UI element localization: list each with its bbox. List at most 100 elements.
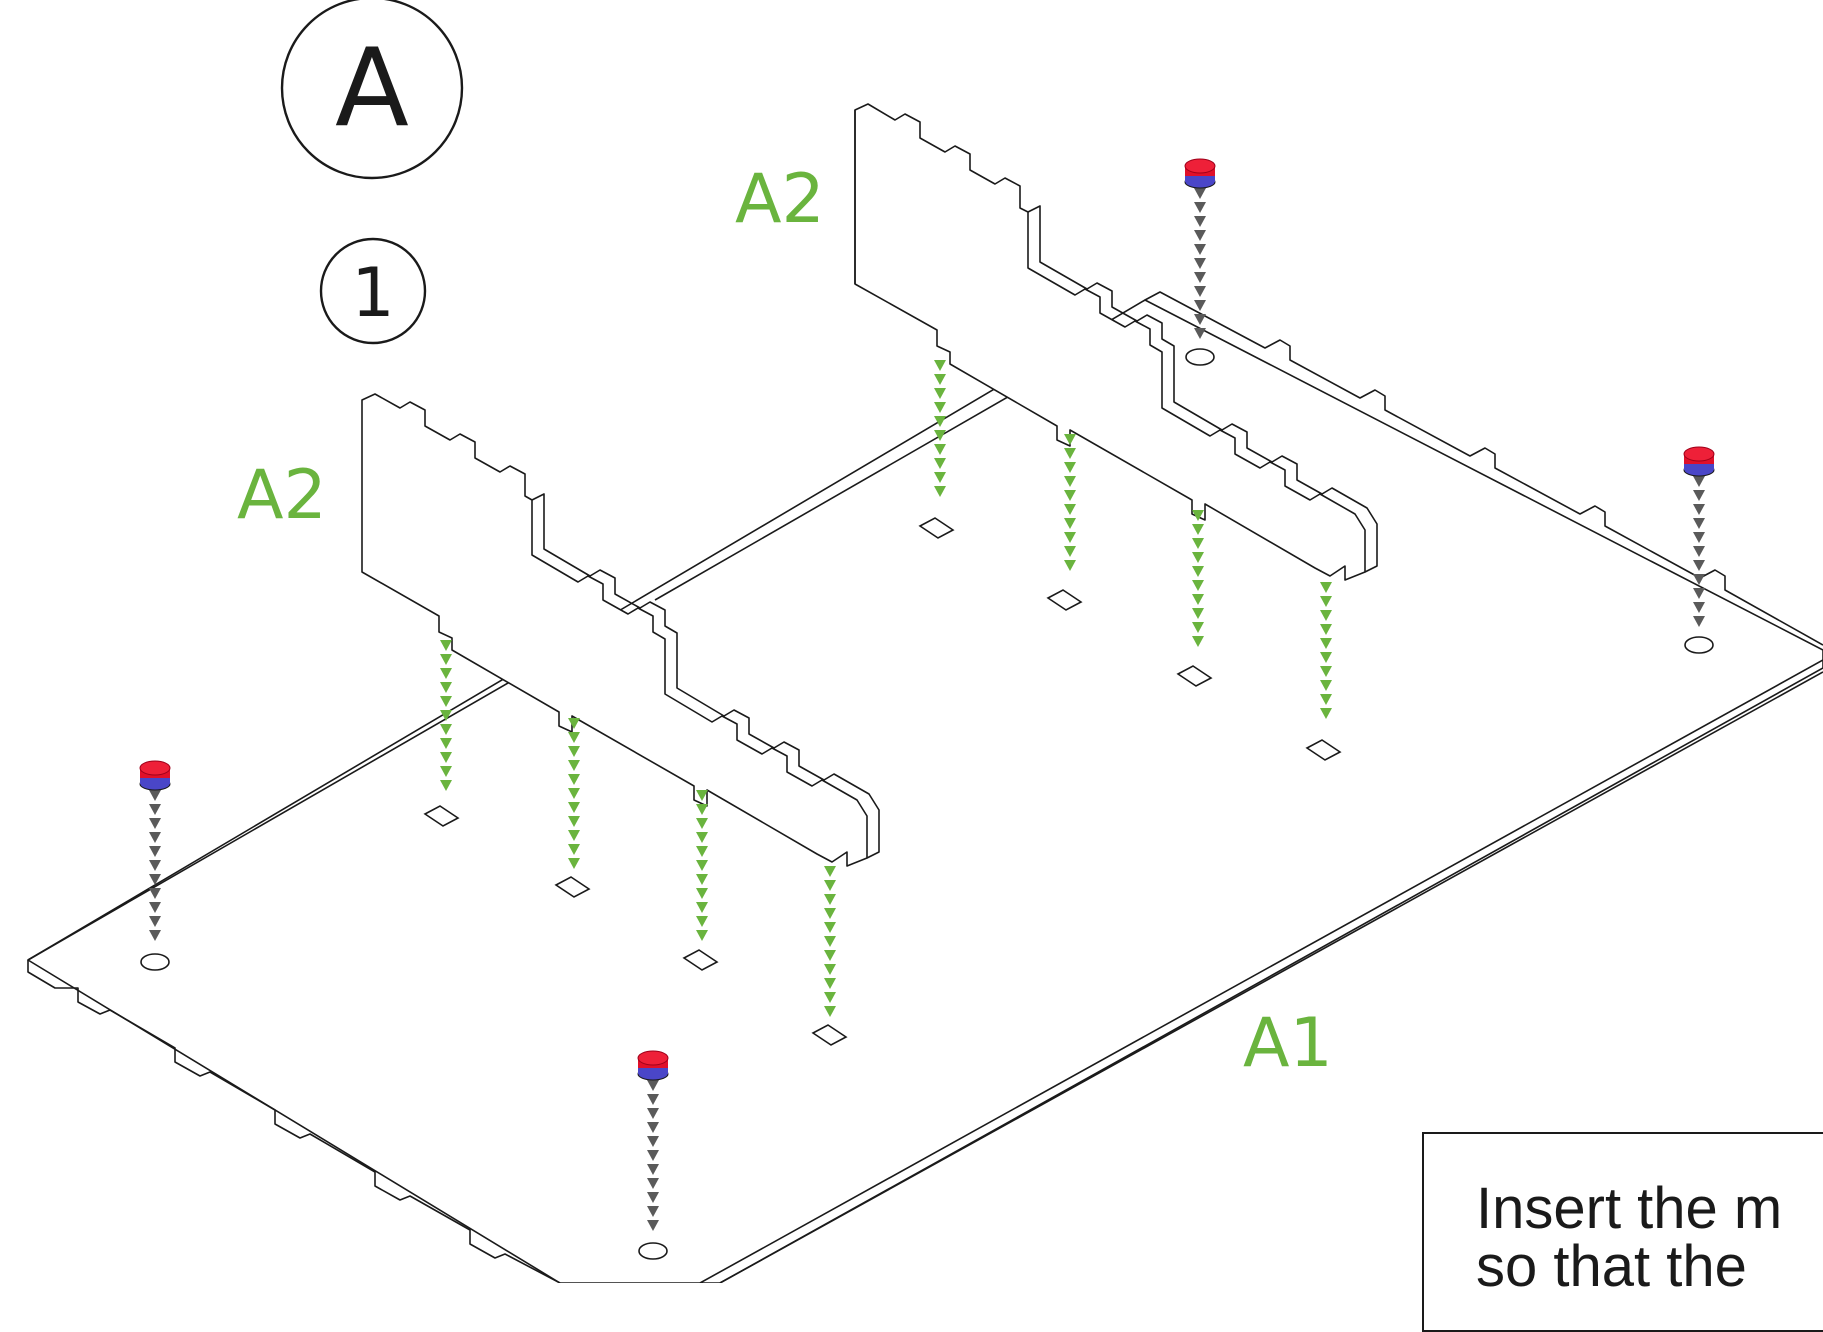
arrow-down-icon	[1320, 610, 1332, 621]
arrow-down-icon	[1320, 582, 1332, 593]
arrow-down-icon	[1693, 518, 1705, 529]
magnet-hole	[140, 953, 170, 971]
instruction-line-1: Insert the m	[1476, 1176, 1783, 1241]
arrow-down-icon	[1194, 272, 1206, 283]
arrow-down-icon	[934, 374, 946, 385]
arrow-down-icon	[1192, 566, 1204, 577]
divider-a2-front	[361, 393, 880, 867]
magnet-icon	[1184, 158, 1216, 189]
assembly-diagram: A 1 A2 A2 A1 Insert the m so that the	[27, 0, 1823, 1332]
divider-back-thickness	[1027, 205, 1378, 573]
arrow-down-icon	[568, 830, 580, 841]
arrow-down-icon	[568, 718, 580, 729]
arrow-down-icon	[1064, 434, 1076, 445]
arrow-down-icon	[1320, 708, 1332, 719]
magnet-hole	[638, 1242, 668, 1260]
arrow-down-icon	[1192, 580, 1204, 591]
arrow-down-icon	[440, 668, 452, 679]
arrow-down-icon	[1192, 510, 1204, 521]
arrow-down-icon	[440, 738, 452, 749]
arrow-down-icon	[647, 1108, 659, 1119]
instruction-line-2: so that the	[1476, 1234, 1747, 1299]
arrow-down-icon	[440, 696, 452, 707]
base-plate-left-edge	[27, 960, 561, 1284]
magnet-hole	[1684, 636, 1714, 654]
arrow-down-icon	[1194, 286, 1206, 297]
arrow-down-icon	[934, 360, 946, 371]
slot	[1046, 589, 1083, 611]
base-plate-a1	[27, 291, 1823, 1284]
arrow-down-icon	[824, 950, 836, 961]
arrow-down-icon	[934, 402, 946, 413]
arrow-down-icon	[824, 992, 836, 1003]
base-plate-back-edge	[1144, 291, 1823, 646]
arrow-down-icon	[149, 916, 161, 927]
arrow-down-icon	[696, 804, 708, 815]
arrow-down-icon	[696, 832, 708, 843]
slot	[682, 949, 719, 971]
arrow-down-icon	[1693, 560, 1705, 571]
arrow-down-icon	[149, 874, 161, 885]
arrow-down-icon	[824, 964, 836, 975]
arrow-down-icon	[647, 1220, 659, 1231]
arrow-down-icon	[149, 804, 161, 815]
assembly-illustration: A 1 A2 A2 A1	[27, 0, 1823, 1284]
part-label-a1: A1	[1243, 1004, 1333, 1083]
arrow-down-icon	[568, 844, 580, 855]
magnet-icon	[1683, 446, 1715, 477]
arrow-down-icon	[934, 416, 946, 427]
slot	[918, 517, 955, 539]
arrow-down-icon	[1194, 258, 1206, 269]
arrow-down-icon	[1320, 680, 1332, 691]
arrow-down-icon	[440, 654, 452, 665]
magnet-hole	[1185, 348, 1215, 366]
arrow-down-icon	[149, 888, 161, 899]
arrow-down-icon	[568, 746, 580, 757]
arrow-down-icon	[1194, 314, 1206, 325]
arrow-down-icon	[824, 866, 836, 877]
arrow-down-icon	[1693, 476, 1705, 487]
arrow-down-icon	[1320, 666, 1332, 677]
arrow-down-icon	[568, 788, 580, 799]
insertion-arrows	[149, 188, 1705, 1231]
arrow-down-icon	[1064, 532, 1076, 543]
arrow-down-icon	[696, 846, 708, 857]
arrow-down-icon	[647, 1094, 659, 1105]
arrow-down-icon	[1693, 546, 1705, 557]
arrow-down-icon	[1192, 538, 1204, 549]
section-badge: A	[280, 0, 464, 180]
arrow-down-icon	[1064, 546, 1076, 557]
base-plate-front-edge	[699, 659, 1823, 1284]
slot	[423, 805, 460, 827]
arrow-down-icon	[1064, 560, 1076, 571]
arrow-down-icon	[647, 1080, 659, 1091]
arrow-down-icon	[149, 930, 161, 941]
arrow-down-icon	[1192, 636, 1204, 647]
arrow-down-icon	[647, 1136, 659, 1147]
arrow-down-icon	[934, 486, 946, 497]
arrow-down-icon	[149, 902, 161, 913]
arrow-down-icon	[1320, 596, 1332, 607]
arrow-down-icon	[1194, 300, 1206, 311]
arrow-down-icon	[1693, 602, 1705, 613]
arrow-down-icon	[440, 682, 452, 693]
divider-front-thickness	[531, 493, 880, 859]
arrow-down-icon	[1693, 504, 1705, 515]
arrow-down-icon	[696, 860, 708, 871]
guide-line-front	[27, 667, 535, 961]
arrow-down-icon	[1194, 188, 1206, 199]
divider-front-face	[361, 393, 868, 867]
arrow-down-icon	[1194, 244, 1206, 255]
magnets	[139, 158, 1715, 1081]
arrow-down-icon	[647, 1192, 659, 1203]
arrow-down-icon	[934, 458, 946, 469]
arrow-down-icon	[1064, 504, 1076, 515]
arrow-down-icon	[568, 802, 580, 813]
arrow-down-icon	[647, 1122, 659, 1133]
step-badge: 1	[319, 237, 427, 345]
arrow-down-icon	[568, 732, 580, 743]
arrow-down-icon	[824, 936, 836, 947]
arrow-down-icon	[647, 1150, 659, 1161]
divider-a2-back	[854, 103, 1378, 581]
arrow-down-icon	[1320, 694, 1332, 705]
